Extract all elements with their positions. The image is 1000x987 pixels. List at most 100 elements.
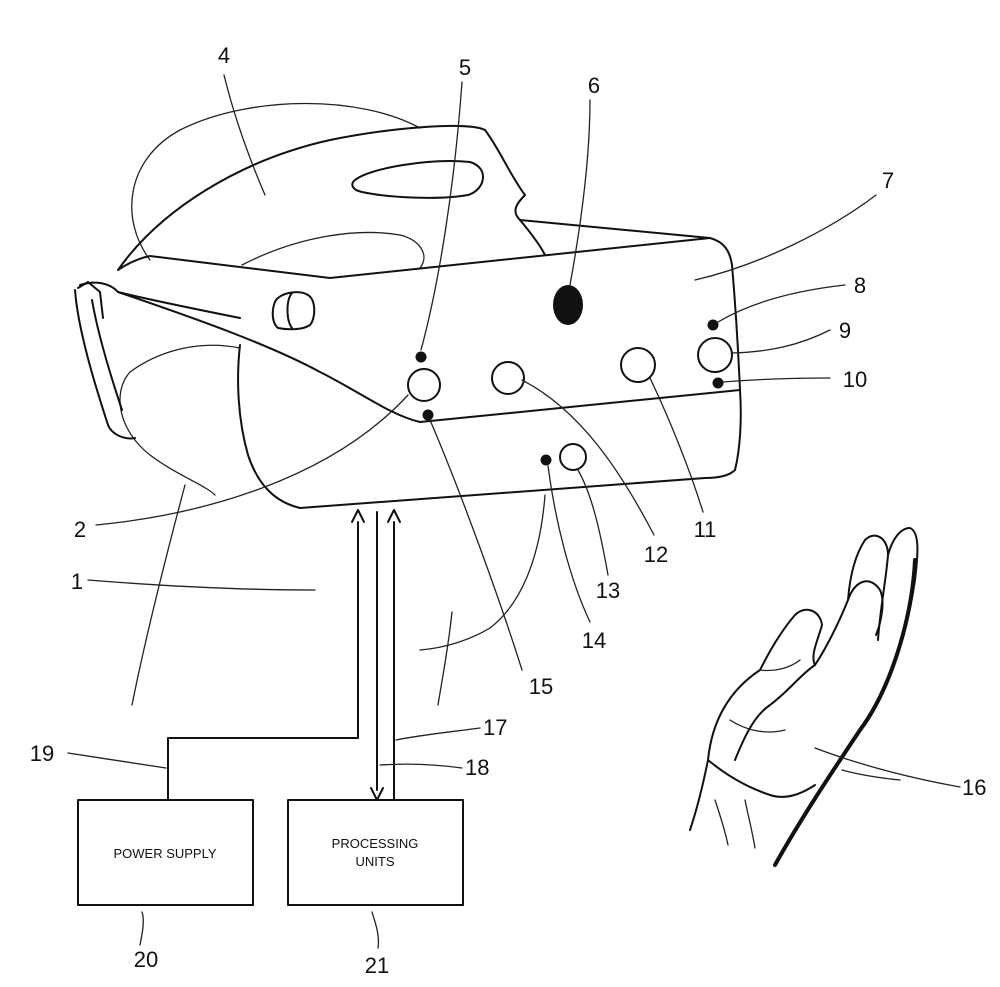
power-cable-19 [167,521,359,801]
leader-17 [395,727,481,741]
front-panel-bottom [117,291,741,423]
front-panel-top [117,237,733,279]
lower-body-front [299,389,742,509]
head-outline-back [131,102,421,261]
side-strap-front [79,281,241,319]
reference-numerals: 4 5 6 7 8 9 10 11 12 13 14 15 16 17 18 1… [30,43,987,978]
hand-palm [689,580,884,831]
camera-icon [553,285,583,325]
hand-middle [887,527,919,681]
hand-crease-1 [759,659,801,672]
sensor-dot-8 [707,319,719,331]
leader-11 [649,377,704,513]
leader-13 [577,469,609,576]
leader-20 [139,911,144,946]
cables [167,509,401,801]
ref-4: 4 [218,43,230,68]
sensor-dot-5 [415,351,427,363]
leader-1 [87,579,316,591]
ref-21: 21 [365,953,389,978]
sensor-dot-15 [422,409,434,421]
ref-9: 9 [839,318,851,343]
top-strap [117,124,546,271]
ref-8: 8 [854,273,866,298]
power-supply-label: POWER SUPPLY [113,846,216,861]
sensor-button-2 [407,368,441,402]
hair-line [241,231,425,269]
neck-right [437,611,453,706]
ref-11: 11 [694,517,717,542]
power-supply-box: POWER SUPPLY [77,799,254,906]
user-head [119,102,546,706]
sensor-button-9 [697,337,733,373]
rear-plate-top [519,219,711,239]
leader-5 [420,81,463,351]
side-strap-tip [77,281,104,319]
neck-left [131,484,186,706]
ref-1: 1 [71,569,83,594]
lower-body-curve [237,344,301,509]
ref-18: 18 [465,755,489,780]
ref-13: 13 [596,578,620,603]
headset-body [117,219,742,509]
leader-14 [547,465,591,623]
leader-2 [95,394,409,526]
user-hand [689,527,919,867]
leader-15 [429,419,523,671]
strap-slot [351,160,484,199]
sensor-dot-14 [540,454,552,466]
ref-5: 5 [459,55,471,80]
ref-12: 12 [644,542,668,567]
ref-14: 14 [582,628,606,653]
sensor-button-12 [491,361,525,395]
ear [119,344,241,496]
ref-17: 17 [483,715,507,740]
hand-crease-3 [714,799,729,846]
leader-10 [722,377,831,383]
ref-7: 7 [882,168,894,193]
sensor-dot-10 [712,377,724,389]
processing-units-frame [287,799,464,906]
arrow-up-data [387,509,401,523]
leader-16 [814,747,961,788]
sensor-button-13 [559,443,587,471]
processing-units-box: PROCESSING UNITS [287,799,464,906]
ref-20: 20 [134,947,158,972]
leader-6 [569,99,591,286]
ref-15: 15 [529,674,553,699]
front-panel-right-edge [731,264,741,391]
sensor-button-11 [620,347,656,383]
processing-units-label-line1: PROCESSING [332,836,419,851]
leader-lines [67,74,961,949]
leader-9 [731,329,831,354]
ref-10: 10 [843,367,867,392]
knob-edge [286,292,293,329]
hand-back-edge [773,558,917,867]
leader-12 [521,379,655,536]
head-strap [74,124,546,440]
hand-crease-5 [841,769,901,781]
hand-crease-2 [729,719,786,733]
leader-21 [371,911,380,949]
hand-thumb [734,664,816,761]
leader-8 [717,284,846,323]
ref-16: 16 [962,775,986,800]
hand-crease-4 [744,799,756,849]
neck-front [419,494,546,651]
hand-lower [707,759,816,798]
side-strap-back [74,289,136,440]
processing-units-label-line2: UNITS [356,854,395,869]
leader-19 [67,752,167,769]
leader-7 [694,194,877,281]
ref-19: 19 [30,741,54,766]
hand-index [847,534,889,641]
power-supply-frame [77,799,254,906]
knob-outline [271,291,316,331]
ref-6: 6 [588,73,600,98]
ref-2: 2 [74,517,86,542]
side-strap-inner [91,299,123,411]
arrow-up-power [351,509,365,523]
leader-18 [379,763,463,769]
